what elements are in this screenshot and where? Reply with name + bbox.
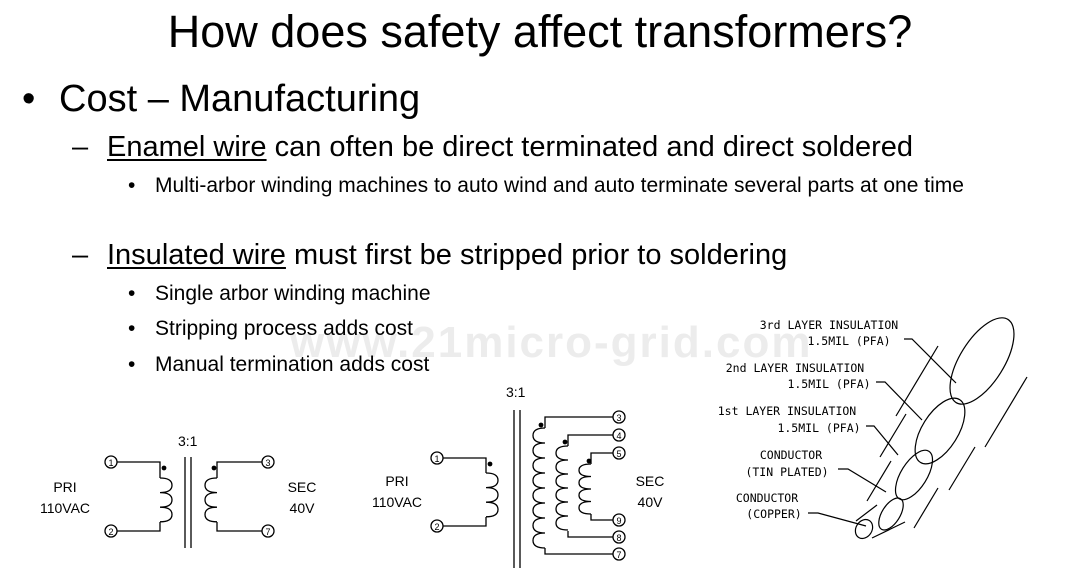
bullet-symbol: • xyxy=(128,353,136,376)
insulated-wire-text: must first be stripped prior to solderin… xyxy=(285,239,788,271)
first-layer-label: 1st LAYER INSULATION xyxy=(718,404,857,418)
leader-line xyxy=(808,512,867,527)
svg-text:7: 7 xyxy=(616,550,621,560)
bullet-symbol: • xyxy=(22,78,36,120)
bullet-symbol: • xyxy=(128,317,136,340)
secondary-coil-b xyxy=(555,445,569,531)
slide-title: How does safety affect transformers? xyxy=(167,6,913,57)
point-text: Stripping process adds cost xyxy=(155,317,413,340)
enamel-wire-term: Enamel wire xyxy=(107,131,267,163)
pin-5: 5 xyxy=(612,446,626,460)
svg-text:2: 2 xyxy=(108,527,113,537)
leader-line xyxy=(838,468,887,493)
sec-voltage: 40V xyxy=(290,500,316,516)
conductor-copper-spec: (COPPER) xyxy=(746,507,801,521)
dash-symbol: – xyxy=(72,239,89,271)
enamel-wire-text: can often be direct terminated and direc… xyxy=(266,131,914,163)
pin-4: 4 xyxy=(612,428,626,442)
pri-voltage: 110VAC xyxy=(40,500,90,516)
second-layer-label: 2nd LAYER INSULATION xyxy=(726,361,865,375)
svg-text:5: 5 xyxy=(616,449,621,459)
svg-text:1: 1 xyxy=(108,458,113,468)
bullet-symbol: • xyxy=(128,282,136,305)
svg-text:3: 3 xyxy=(265,458,270,468)
point-text: Multi-arbor winding machines to auto win… xyxy=(155,174,964,197)
svg-text:9: 9 xyxy=(616,516,621,526)
polarity-dot xyxy=(161,465,167,471)
secondary-coil xyxy=(204,477,218,523)
point-text: Manual termination adds cost xyxy=(155,353,430,376)
watermark: www.21micro-grid.com xyxy=(290,318,813,367)
pin-3: 3 xyxy=(612,410,626,424)
pin-3: 3 xyxy=(261,455,275,469)
sec-voltage: 40V xyxy=(638,494,664,510)
pin-8: 8 xyxy=(612,530,626,544)
pin-1: 1 xyxy=(430,451,444,465)
conductor-tin-spec: (TIN PLATED) xyxy=(745,465,828,479)
leader-line xyxy=(866,425,899,456)
polarity-dot xyxy=(538,422,544,428)
sec-label: SEC xyxy=(288,479,317,495)
pri-voltage: 110VAC xyxy=(372,494,422,510)
polarity-dot xyxy=(487,461,493,467)
svg-text:7: 7 xyxy=(265,527,270,537)
primary-coil xyxy=(485,472,499,518)
third-layer-label: 3rd LAYER INSULATION xyxy=(760,318,899,332)
pin-7: 7 xyxy=(261,524,275,538)
conductor-tin-label: CONDUCTOR xyxy=(760,448,822,462)
ratio-label: 3:1 xyxy=(178,433,198,449)
svg-text:2: 2 xyxy=(434,522,439,532)
conductor-copper-label: CONDUCTOR xyxy=(736,491,798,505)
pri-label: PRI xyxy=(385,473,408,489)
third-layer-spec: 1.5MIL (PFA) xyxy=(807,334,890,348)
transformer-diagram-2: 3:1 1 2 3 4 5 9 8 7 xyxy=(430,384,626,568)
sec-label: SEC xyxy=(636,473,665,489)
polarity-dot xyxy=(211,465,217,471)
polarity-dot xyxy=(562,439,568,445)
leader-line xyxy=(876,381,923,421)
pin-1: 1 xyxy=(104,455,118,469)
second-layer-spec: 1.5MIL (PFA) xyxy=(787,377,870,391)
main-bullet-text: Cost – Manufacturing xyxy=(59,78,421,120)
insulated-wire-term: Insulated wire xyxy=(107,239,286,271)
dash-symbol: – xyxy=(72,131,89,163)
primary-coil xyxy=(159,477,173,523)
pin-9: 9 xyxy=(612,513,626,527)
pin-2: 2 xyxy=(104,524,118,538)
leader-line xyxy=(904,338,957,384)
secondary-coil-c xyxy=(578,463,592,515)
ratio-label: 3:1 xyxy=(506,384,526,400)
point-text: Single arbor winding machine xyxy=(155,282,431,305)
first-layer-spec: 1.5MIL (PFA) xyxy=(777,421,860,435)
transformer-diagram-1: 3:1 1 2 3 7 xyxy=(104,433,275,548)
bullet-symbol: • xyxy=(128,174,136,197)
svg-text:8: 8 xyxy=(616,533,621,543)
svg-text:4: 4 xyxy=(616,431,621,441)
triple-insulated-wire-drawing xyxy=(808,317,1028,540)
pri-label: PRI xyxy=(53,479,76,495)
svg-text:1: 1 xyxy=(434,454,439,464)
pin-2: 2 xyxy=(430,519,444,533)
pin-7: 7 xyxy=(612,547,626,561)
polarity-dot xyxy=(586,458,592,464)
secondary-coil-a xyxy=(532,427,546,549)
svg-text:3: 3 xyxy=(616,413,621,423)
